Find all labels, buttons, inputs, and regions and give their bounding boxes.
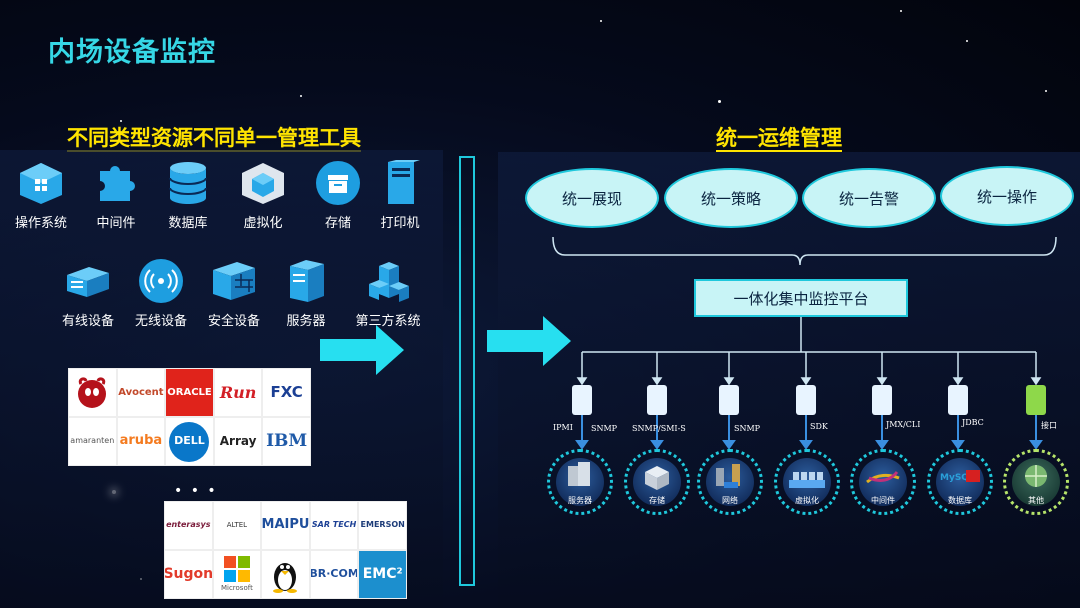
protocol-box xyxy=(796,385,816,415)
node-middleware: 中间件 xyxy=(850,449,916,515)
protocol-label: JDBC xyxy=(962,418,984,427)
node-network: 网络 xyxy=(697,449,763,515)
protocol-label: SNMP xyxy=(734,424,760,433)
protocol-box xyxy=(647,385,667,415)
protocol-label: 接口 xyxy=(1041,420,1057,431)
node-label: 数据库 xyxy=(930,495,990,506)
interface-box xyxy=(1026,385,1046,415)
protocol-box xyxy=(948,385,968,415)
node-label: 虚拟化 xyxy=(777,495,837,506)
protocol-label: JMX/CLI xyxy=(886,420,920,429)
node-storage: 存储 xyxy=(624,449,690,515)
protocol-label: IPMI xyxy=(553,423,573,432)
node-other: 其他 xyxy=(1003,449,1069,515)
node-virtualization: 虚拟化 xyxy=(774,449,840,515)
protocol-box xyxy=(572,385,592,415)
node-label: 服务器 xyxy=(550,495,610,506)
node-label: 网络 xyxy=(700,495,760,506)
node-database: MySQL 数据库 xyxy=(927,449,993,515)
protocol-label: SNMP xyxy=(591,424,617,433)
protocol-label: SNMP/SMI-S xyxy=(632,424,686,433)
node-label: 存储 xyxy=(627,495,687,506)
monitoring-platform: 一体化集中监控平台 xyxy=(694,279,908,317)
node-label: 中间件 xyxy=(853,495,913,506)
protocol-box xyxy=(719,385,739,415)
node-server: 服务器 xyxy=(547,449,613,515)
protocol-box xyxy=(872,385,892,415)
protocol-label: SDK xyxy=(810,422,828,431)
node-label: 其他 xyxy=(1006,495,1066,506)
